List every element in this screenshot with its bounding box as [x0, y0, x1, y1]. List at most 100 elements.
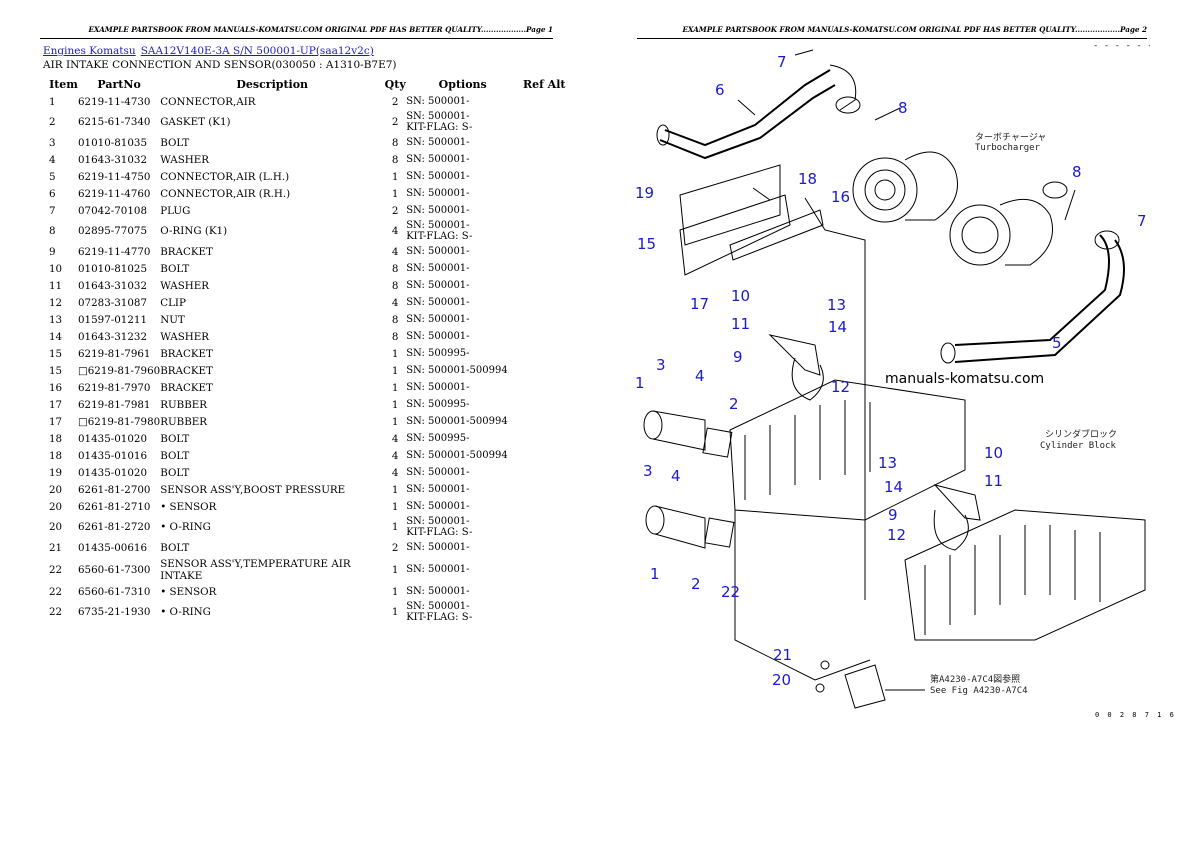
parts-page-2: EXAMPLE PARTSBOOK FROM MANUALS-KOMATSU.C…: [595, 0, 1190, 842]
cell-item: 16: [49, 381, 63, 394]
label-block-jp: シリンダブロック: [1045, 428, 1117, 440]
callout: 9: [733, 348, 743, 366]
cell-options: SN: 500001-: [406, 481, 519, 498]
option-serial: SN: 500001-: [406, 382, 470, 393]
cell-ref-alt: [519, 498, 569, 515]
cell-partno: 01435-01016: [78, 449, 147, 462]
cell-description: • SENSOR: [160, 585, 217, 598]
cell-qty: 1: [391, 585, 399, 598]
cell-description: BOLT: [160, 136, 190, 149]
option-serial: SN: 500001-: [406, 297, 470, 308]
option-serial: SN: 500001-: [406, 331, 470, 342]
cell-description: SENSOR ASS'Y,BOOST PRESSURE: [160, 483, 346, 496]
option-serial: SN: 500001-: [406, 501, 470, 512]
cell-description: BOLT: [160, 432, 190, 445]
cell-item: 22: [49, 606, 63, 618]
option-kit-flag: KIT-FLAG: S-: [406, 231, 473, 242]
option-serial: SN: 500001-: [406, 564, 470, 575]
cell-qty: 1: [391, 415, 399, 428]
cell-options: SN: 500001-: [406, 243, 519, 260]
option-serial: SN: 500001-500994: [406, 365, 508, 376]
breadcrumb-link-engines[interactable]: Engines Komatsu: [43, 45, 136, 57]
cell-qty: 4: [391, 466, 399, 479]
cell-qty: 8: [391, 330, 399, 343]
cell-qty: 1: [391, 483, 399, 496]
cell-item: 20: [49, 500, 63, 513]
cell-item: 7: [49, 204, 56, 217]
cell-ref-alt: [519, 379, 569, 396]
page-title: AIR INTAKE CONNECTION AND SENSOR(030050 …: [43, 59, 397, 71]
cell-qty: 8: [391, 279, 399, 292]
cell-item: 18: [49, 449, 63, 462]
cell-qty: 8: [391, 313, 399, 326]
cell-options: SN: 500001-: [406, 328, 519, 345]
cell-partno: 01643-31032: [78, 153, 147, 166]
cell-ref-alt: [519, 396, 569, 413]
parts-table: Item PartNo Description Qty Options Ref …: [41, 76, 569, 624]
cell-options: SN: 500001-500994: [406, 447, 519, 464]
cell-ref-alt: [519, 243, 569, 260]
option-serial: SN: 500001-: [406, 467, 470, 478]
cell-partno: 6219-11-4730: [78, 95, 151, 108]
callout: 18: [798, 170, 817, 188]
option-serial: SN: 500001-: [406, 314, 470, 325]
cell-partno: 07283-31087: [78, 296, 147, 309]
col-description: Description: [236, 78, 309, 91]
parts-page-1: EXAMPLE PARTSBOOK FROM MANUALS-KOMATSU.C…: [40, 25, 569, 624]
option-serial: SN: 500001-: [406, 484, 470, 495]
corner-mark: - - - - - - - - -: [1093, 41, 1150, 51]
callout: 6: [715, 81, 725, 99]
cell-ref-alt: [519, 430, 569, 447]
callout: 17: [690, 295, 709, 313]
figure-number: 0 0 2 8 7 1 6: [1095, 711, 1176, 719]
diagram-svg: 7 6 8 8 7 18 16 19 15 17 5 10 13 11 14 9…: [635, 41, 1185, 709]
cell-qty: 2: [391, 204, 399, 217]
cell-options: SN: 500001-: [406, 379, 519, 396]
cell-description: CONNECTOR,AIR: [160, 95, 256, 108]
cell-options: SN: 500001-: [406, 311, 519, 328]
cell-options: SN: 500001-: [406, 202, 519, 219]
cell-item: 2: [49, 116, 56, 128]
option-serial: SN: 500001-500994: [406, 450, 508, 461]
callout: 1: [650, 565, 660, 583]
cell-item: 6: [49, 187, 56, 200]
cell-partno: 6560-61-7310: [78, 585, 151, 598]
cell-item: 8: [49, 225, 56, 237]
cell-item: 21: [49, 541, 63, 554]
cell-partno: 02895-77075: [78, 225, 147, 237]
option-serial: SN: 500995-: [406, 348, 470, 359]
breadcrumb-link-model[interactable]: SAA12V140E-3A S/N 500001-UP(saa12v2c): [140, 45, 374, 57]
cell-partno: 6219-81-7970: [78, 381, 151, 394]
cell-options: SN: 500001-: [406, 539, 519, 556]
cell-partno: 6219-81-7961: [78, 347, 151, 360]
cell-ref-alt: [519, 294, 569, 311]
cell-qty: 1: [391, 170, 399, 183]
cell-partno: 01643-31032: [78, 279, 147, 292]
option-kit-flag: KIT-FLAG: S-: [406, 527, 473, 538]
cell-description: • O-RING: [160, 606, 211, 618]
cell-ref-alt: [519, 93, 569, 110]
cell-options: SN: 500001-KIT-FLAG: S-: [406, 110, 519, 134]
cell-partno: 6219-11-4770: [78, 245, 151, 258]
cell-item: 20: [49, 483, 63, 496]
callout: 12: [887, 526, 906, 544]
callout: 3: [656, 356, 666, 374]
cell-description: PLUG: [160, 204, 191, 217]
cell-ref-alt: [519, 185, 569, 202]
cell-ref-alt: [519, 556, 569, 583]
cell-item: 4: [49, 153, 56, 166]
cell-options: SN: 500001-KIT-FLAG: S-: [406, 219, 519, 243]
cell-options: SN: 500001-: [406, 583, 519, 600]
